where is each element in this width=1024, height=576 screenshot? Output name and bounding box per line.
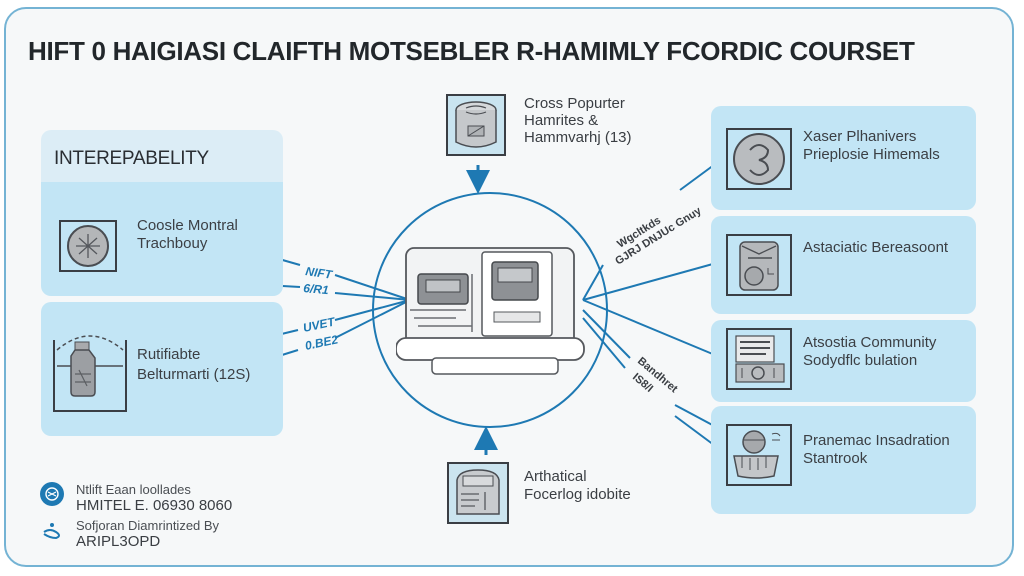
footer-line: HMITEL E. 06930 8060	[76, 497, 233, 514]
machine-icon[interactable]	[447, 462, 509, 524]
card-label: Pranemac Insadration	[803, 432, 950, 449]
storage-cylinder-icon[interactable]	[446, 94, 506, 156]
bottle-icon	[53, 335, 127, 412]
connector-label: 0.BE2	[304, 332, 340, 353]
washing-machine-icon	[726, 234, 792, 296]
card-label: Xaser Plhanivers	[803, 128, 917, 145]
connector-line	[334, 274, 411, 301]
card-label: Coosle Montral	[137, 217, 238, 234]
bottom-node-label: Focerlog idobite	[524, 486, 631, 503]
top-node-label: Cross Popurter	[524, 95, 625, 112]
connector-line	[674, 404, 719, 429]
card-label: Sodydflc bulation	[803, 352, 918, 369]
computer-workstation-icon[interactable]	[395, 240, 586, 380]
right-card-3[interactable]: Atsostia Community Sodydflc bulation	[711, 320, 976, 402]
left-card-1[interactable]: Coosle Montral Trachbouy	[41, 182, 283, 296]
top-node-label: Hammvarhj (13)	[524, 129, 632, 146]
left-card-2[interactable]: Rutifiabte Belturmarti (12S)	[41, 302, 283, 436]
connector-line	[582, 317, 626, 369]
globe-ship-icon	[726, 424, 792, 486]
card-label: Atsostia Community	[803, 334, 937, 351]
top-node-label: Hamrites &	[524, 112, 599, 129]
connector-line	[582, 264, 604, 301]
gear-coin-icon	[59, 220, 117, 272]
connector-line	[334, 299, 411, 321]
bottom-node-label: Arthatical	[524, 468, 587, 485]
card-label: Astaciatic Bereasoont	[803, 239, 949, 256]
connector-line	[674, 415, 719, 449]
connector-line	[582, 299, 716, 356]
connector-line	[334, 299, 411, 339]
footer-line: Ntlift Eaan loollades	[76, 482, 191, 497]
card-label: Rutifiabte	[137, 346, 201, 363]
card-label: Belturmarti (12S)	[137, 366, 251, 383]
connector-label: UVET	[302, 314, 338, 335]
footer-line: ARIPL3OPD	[76, 533, 161, 550]
card-label: Trachbouy	[137, 235, 208, 252]
right-card-2[interactable]: Astaciatic Bereasoont	[711, 216, 976, 314]
interoperability-panel: INTEREPABELITY Coosle Montral Trachbouy …	[41, 130, 283, 436]
footer-line: Sofjoran Diamrintized By	[76, 518, 220, 533]
document-device-icon	[726, 328, 792, 390]
connector-label: 6/R1	[303, 281, 330, 297]
panel-header: INTEREPABELITY	[41, 130, 283, 182]
page-title: HIFT 0 HAIGIASI CLAIFTH MOTSEBLER R-HAMI…	[28, 36, 915, 66]
connector-line	[334, 292, 411, 301]
link-icon	[42, 522, 64, 540]
panel-title: INTEREPABELITY	[54, 148, 209, 169]
coin-symbol-icon	[726, 128, 792, 190]
right-card-1[interactable]: Xaser Plhanivers Prieplosie Himemals	[711, 106, 976, 210]
connector-label: NIFT	[305, 264, 335, 282]
connector-line	[582, 309, 631, 359]
connector-line	[582, 261, 721, 301]
right-card-4[interactable]: Pranemac Insadration Stantrook	[711, 406, 976, 514]
card-label: Stantrook	[803, 450, 868, 467]
card-label: Prieplosie Himemals	[803, 146, 940, 163]
network-badge-icon	[40, 482, 64, 506]
